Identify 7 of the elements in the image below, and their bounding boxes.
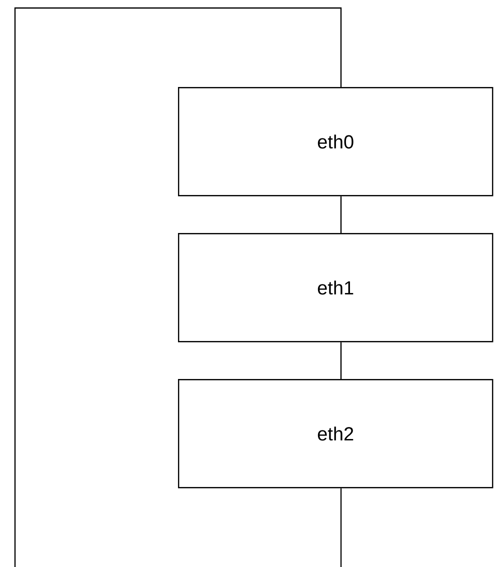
connector-line (340, 196, 342, 233)
interface-box: eth0 (178, 87, 494, 196)
connector-line (14, 7, 342, 567)
interface-box: eth1 (178, 233, 494, 342)
connector-line (340, 342, 342, 379)
interface-box: eth2 (178, 379, 494, 488)
connector-line (340, 488, 342, 567)
